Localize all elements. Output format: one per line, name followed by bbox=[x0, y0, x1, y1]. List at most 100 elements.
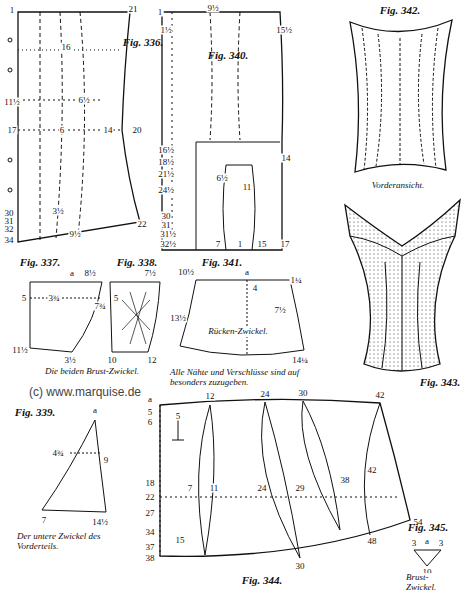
dimension: 34 bbox=[145, 528, 156, 537]
figure-number: Fig. 343. bbox=[419, 377, 462, 388]
dimension: 14 bbox=[281, 154, 292, 163]
dimension: 4 bbox=[252, 284, 259, 293]
figure-number: Fig. 341. bbox=[201, 257, 244, 268]
dimension: 42 bbox=[367, 466, 378, 475]
dimension: 1 bbox=[237, 240, 244, 249]
dimension: 4¾ bbox=[51, 449, 64, 458]
dimension: 7½ bbox=[273, 306, 286, 315]
figure-number: Fig. 337. bbox=[19, 257, 62, 268]
dimension: 42 bbox=[375, 391, 386, 400]
dimension: a bbox=[69, 269, 75, 278]
caption: Brust-Zwickel. bbox=[405, 573, 451, 593]
dimension: 3 bbox=[411, 539, 418, 548]
dimension: 38 bbox=[145, 554, 156, 563]
dimension: 3 bbox=[438, 539, 445, 548]
small-gusset bbox=[414, 550, 441, 566]
dimension: 29 bbox=[295, 484, 306, 493]
dimension: 1 bbox=[157, 8, 164, 17]
dimension: 10½ bbox=[177, 268, 195, 277]
dimension: 14¼ bbox=[291, 356, 309, 365]
dimension: 6½ bbox=[77, 96, 90, 105]
figure-number: Fig. 340. bbox=[207, 50, 250, 61]
dimension: 17 bbox=[280, 240, 291, 249]
dimension: 7¾ bbox=[93, 302, 106, 311]
figure-number: Fig. 342. bbox=[379, 5, 422, 16]
caption: Rücken-Zwickel. bbox=[207, 327, 269, 337]
full-pattern bbox=[160, 399, 410, 558]
dimension: 30 bbox=[295, 562, 306, 571]
dimension: 1 bbox=[9, 6, 16, 15]
dimension: 22 bbox=[145, 493, 156, 502]
dimension: 15 bbox=[257, 240, 268, 249]
bust-gusset bbox=[30, 282, 102, 352]
dimension: a bbox=[424, 537, 430, 546]
dimension: 17 bbox=[7, 126, 18, 135]
dimension: 16 bbox=[61, 43, 72, 52]
dimension: 11½ bbox=[3, 98, 20, 107]
dimension: 7 bbox=[187, 484, 194, 493]
caption: Der untere Zwickel des Vorderteils. bbox=[16, 532, 128, 552]
dimension: 7½ bbox=[143, 269, 156, 278]
dimension: 21½ bbox=[157, 170, 175, 179]
dimension: 22 bbox=[137, 220, 148, 229]
dimension: 6 bbox=[147, 418, 154, 427]
dimension: 34 bbox=[4, 236, 15, 245]
figure-number: Fig. 339. bbox=[14, 407, 57, 418]
back-gusset bbox=[180, 280, 304, 355]
dimension: 27 bbox=[145, 509, 156, 518]
dimension: 37 bbox=[145, 543, 156, 552]
dimension: 18½ bbox=[157, 158, 175, 167]
dimension: 9 bbox=[103, 456, 110, 465]
dimension: 10 bbox=[107, 356, 118, 365]
dimension: 11 bbox=[209, 484, 220, 493]
dimension: 12 bbox=[147, 356, 158, 365]
figure-number: Fig. 344. bbox=[241, 575, 284, 586]
corset-back bbox=[345, 200, 460, 371]
caption: Vorderansicht. bbox=[371, 181, 425, 191]
dimension: 21 bbox=[128, 5, 139, 14]
dimension: 5 bbox=[147, 408, 154, 417]
dimension: 3½ bbox=[63, 356, 76, 365]
dimension: 15½ bbox=[275, 26, 293, 35]
dimension: 13½ bbox=[169, 314, 187, 323]
caption: Die beiden Brust-Zwickel. bbox=[44, 367, 140, 377]
corset-front bbox=[350, 20, 452, 172]
dimension: a bbox=[244, 268, 250, 277]
dimension: 1½ bbox=[159, 26, 172, 35]
dimension: 8½ bbox=[83, 269, 96, 278]
bust-gusset bbox=[110, 282, 160, 352]
dimension: 16½ bbox=[157, 146, 175, 155]
back-piece bbox=[162, 12, 283, 250]
dimension: 32½ bbox=[159, 240, 177, 249]
dimension: 6 bbox=[59, 126, 66, 135]
dimension: 7 bbox=[215, 240, 222, 249]
dimension: 18 bbox=[145, 479, 156, 488]
lower-gusset bbox=[42, 420, 106, 512]
dimension: 31½ bbox=[159, 230, 177, 239]
dimension: 7 bbox=[41, 516, 48, 525]
dimension: 24 bbox=[257, 484, 268, 493]
dimension: 48 bbox=[367, 537, 378, 546]
dimension: 11½ bbox=[11, 346, 28, 355]
dimension: 38 bbox=[340, 476, 351, 485]
dimension: 30 bbox=[161, 212, 172, 221]
dimension: 14½ bbox=[91, 518, 109, 527]
dimension: 5 bbox=[113, 294, 120, 303]
dimension: a bbox=[92, 406, 98, 415]
dimension: 11 bbox=[242, 183, 253, 192]
watermark: (c) www.marquise.de bbox=[28, 386, 142, 398]
front-piece bbox=[8, 12, 140, 242]
caption: Alle Nähte und Verschlüsse sind auf beso… bbox=[169, 368, 311, 388]
figure-number: Fig. 345. bbox=[407, 522, 450, 533]
dimension: 5 bbox=[21, 294, 28, 303]
dimension: 32 bbox=[4, 225, 15, 234]
dimension: 9½ bbox=[68, 230, 81, 239]
dimension: 9½ bbox=[206, 4, 219, 13]
dimension: 24 bbox=[260, 390, 271, 399]
dimension: 5 bbox=[175, 412, 182, 421]
dimension: a bbox=[147, 395, 153, 404]
dimension: 1¼ bbox=[289, 276, 302, 285]
dimension: 20 bbox=[132, 126, 143, 135]
